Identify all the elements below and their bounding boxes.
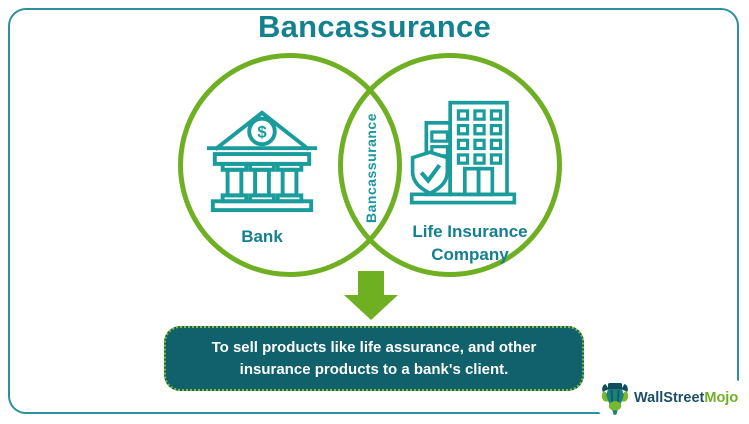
bank-icon: $ xyxy=(206,110,318,213)
venn-circle-insurance xyxy=(338,53,562,277)
insurance-building-icon xyxy=(409,100,517,205)
wallstreetmojo-logo: WallStreetMojo xyxy=(598,380,743,416)
insurance-label-line2: Company xyxy=(431,244,509,264)
page-title: Bancassurance xyxy=(257,9,492,44)
definition-callout: To sell products like life assurance, an… xyxy=(164,326,584,391)
down-arrow-icon xyxy=(344,271,398,320)
insurance-label-line1: Life Insurance xyxy=(412,222,528,241)
logo-text-wallstreet: WallStreet xyxy=(634,390,705,406)
page-border-frame xyxy=(8,8,739,414)
logo-text: WallStreetMojo xyxy=(634,390,738,406)
insurance-label: Life Insurance Company xyxy=(388,221,552,267)
callout-text-line1: To sell products like life assurance, an… xyxy=(211,338,537,356)
callout-text-line2: insurance products to a bank's client. xyxy=(239,360,509,378)
logo-text-mojo: Mojo xyxy=(704,390,739,406)
dollar-icon: $ xyxy=(257,122,267,141)
bank-label: Bank xyxy=(241,227,283,246)
bull-icon xyxy=(601,383,629,415)
